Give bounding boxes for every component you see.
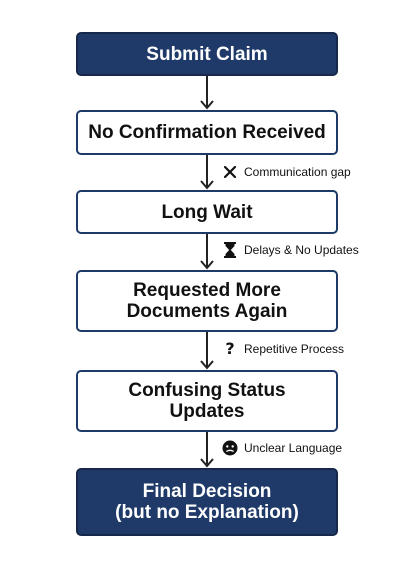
step-label: Long Wait <box>161 201 253 223</box>
step-confusing-status-updates: Confusing Status Updates <box>76 370 338 432</box>
note-communication-gap: Communication gap <box>222 162 351 182</box>
step-requested-more-documents: Requested More Documents Again <box>76 270 338 332</box>
arrow-5 <box>200 432 214 468</box>
note-text: Delays & No Updates <box>244 243 359 257</box>
step-label: Confusing Status Updates <box>128 380 286 422</box>
x-icon <box>222 164 238 180</box>
arrow-2 <box>200 155 214 190</box>
note-text: Repetitive Process <box>244 342 345 356</box>
note-text: Communication gap <box>244 165 351 179</box>
step-label: Final Decision (but no Explanation) <box>115 481 299 523</box>
step-final-decision: Final Decision (but no Explanation) <box>76 468 338 536</box>
note-unclear-language: Unclear Language <box>222 438 342 458</box>
arrow-3 <box>200 234 214 270</box>
note-delays-no-updates: Delays & No Updates <box>222 240 359 260</box>
step-label: Submit Claim <box>146 43 268 65</box>
step-long-wait: Long Wait <box>76 190 338 234</box>
step-label: Requested More Documents Again <box>126 280 288 322</box>
step-no-confirmation-received: No Confirmation Received <box>76 110 338 155</box>
step-label: No Confirmation Received <box>88 122 326 143</box>
hourglass-icon <box>222 242 238 258</box>
note-repetitive-process: ? Repetitive Process <box>222 339 344 359</box>
arrow-1 <box>200 76 214 110</box>
step-submit-claim: Submit Claim <box>76 32 338 76</box>
question-mark-icon: ? <box>225 339 235 358</box>
note-text: Unclear Language <box>244 441 343 455</box>
confused-face-icon <box>222 440 238 456</box>
arrow-4 <box>200 332 214 370</box>
